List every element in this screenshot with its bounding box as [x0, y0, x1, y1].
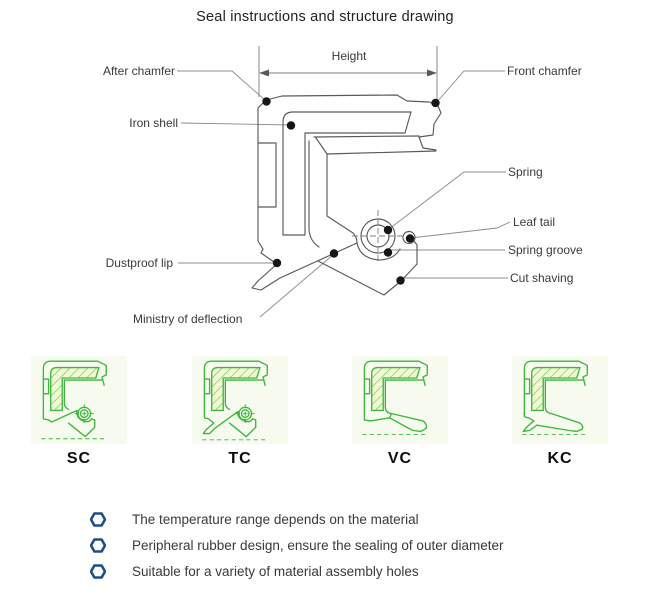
note-text: Suitable for a variety of material assem…: [132, 563, 419, 579]
iron-shell-dot: [286, 121, 296, 130]
iron-shell-label: Iron shell: [129, 116, 178, 130]
vc-seal-thumbnail: [362, 360, 428, 436]
sc-label: SC: [66, 450, 92, 467]
note-row: Peripheral rubber design, ensure the sea…: [90, 532, 503, 558]
dustproof-lip-label: Dustproof lip: [105, 256, 173, 270]
callout-dots: [262, 97, 440, 285]
hex-nut-bullet-icon: [90, 511, 106, 527]
cut-shaving-label: Cut shaving: [510, 271, 574, 285]
spring-dot: [383, 225, 393, 235]
iron-shell-hatched-area: [282, 111, 412, 236]
front-chamfer-dot: [431, 98, 440, 108]
notes-list: The temperature range depends on the mat…: [90, 506, 503, 584]
seal-cross-section-drawing: [177, 46, 511, 318]
sc-seal-thumbnail: [41, 360, 107, 440]
kc-seal-thumbnail: [522, 360, 588, 436]
after-chamfer-label: After chamfer: [102, 64, 175, 78]
note-row: The temperature range depends on the mat…: [90, 506, 503, 532]
after-chamfer-dot: [262, 97, 271, 106]
ministry-of-deflection-label: Ministry of deflection: [133, 312, 243, 326]
leaf-tail-circle: [402, 230, 416, 245]
note-text: Peripheral rubber design, ensure the sea…: [132, 537, 504, 553]
note-row: Suitable for a variety of material assem…: [90, 558, 503, 584]
kc-label: KC: [547, 450, 573, 467]
seal-type-kc: KC: [511, 356, 609, 468]
tc-seal-thumbnail: [202, 360, 268, 441]
height-label: Height: [331, 49, 367, 63]
page-title: Seal instructions and structure drawing: [196, 9, 454, 25]
leader-lines: [177, 70, 511, 318]
spring-label: Spring: [508, 165, 543, 179]
spring-groove-label: Spring groove: [508, 243, 583, 257]
dustproof-lip-dot: [272, 258, 282, 268]
cut-shaving-dot: [396, 276, 405, 285]
height-dimension: [258, 46, 438, 100]
hex-nut-bullet-icon: [90, 563, 106, 579]
leaf-tail-label: Leaf tail: [513, 215, 556, 229]
ministry-of-deflection-dot: [329, 249, 339, 258]
seal-type-tc: TC: [191, 356, 289, 468]
spring-groove-dot: [383, 248, 393, 257]
tc-label: TC: [228, 450, 252, 467]
front-chamfer-label: Front chamfer: [507, 64, 582, 78]
vc-label: VC: [387, 450, 413, 467]
hex-nut-bullet-icon: [90, 537, 106, 553]
note-text: The temperature range depends on the mat…: [132, 511, 419, 527]
spring-circle: [352, 210, 416, 262]
seal-type-sc: SC: [30, 356, 128, 468]
seal-type-vc: VC: [351, 356, 449, 468]
leaf-tail-dot: [405, 234, 415, 243]
